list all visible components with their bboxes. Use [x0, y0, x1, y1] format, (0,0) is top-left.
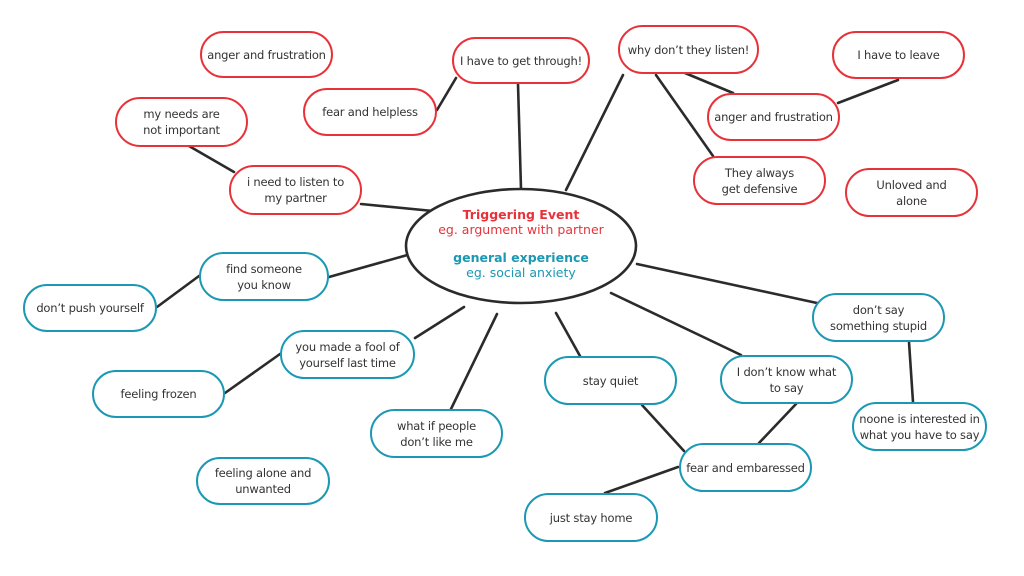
triggering-event-title: Triggering Event — [462, 207, 580, 222]
central-topic-ellipse[interactable] — [404, 187, 638, 305]
node-dont-say-something-stupid[interactable]: don’t say something stupid — [812, 293, 945, 342]
connector-center-to-need-to-listen — [359, 202, 435, 213]
node-anger-and-frustration-right[interactable]: anger and frustration — [707, 93, 840, 141]
node-noone-is-interested[interactable]: noone is interested in what you have to … — [852, 402, 987, 451]
connector-dont-say-stupid-to-noone-interested — [907, 340, 915, 404]
triggering-event-example: eg. argument with partner — [438, 222, 604, 237]
node-dont-push-yourself[interactable]: don’t push yourself — [23, 284, 157, 332]
node-i-need-to-listen-to-my-partner[interactable]: i need to listen to my partner — [229, 165, 362, 215]
connector-center-to-stay-quiet — [554, 311, 582, 358]
connector-center-to-get-through — [516, 82, 523, 191]
node-why-dont-they-listen[interactable]: why don’t they listen! — [618, 25, 759, 74]
connector-center-to-made-fool — [413, 305, 466, 340]
node-feeling-alone-and-unwanted[interactable]: feeling alone and unwanted — [196, 457, 330, 505]
connector-find-someone-to-dont-push — [155, 274, 201, 309]
node-find-someone-you-know[interactable]: find someone you know — [199, 252, 329, 301]
connector-center-to-dont-know-what — [609, 291, 743, 357]
connector-center-to-find-someone — [327, 252, 413, 279]
node-i-have-to-get-through[interactable]: I have to get through! — [452, 37, 590, 84]
connector-why-dont-listen-to-anger-frustration-2 — [683, 71, 735, 95]
node-you-made-a-fool-of-yourself[interactable]: you made a fool of yourself last time — [280, 330, 415, 379]
connector-get-through-to-fear-helpless — [435, 76, 458, 112]
connector-center-to-what-if-people — [449, 312, 499, 411]
node-just-stay-home[interactable]: just stay home — [524, 493, 658, 542]
connector-made-fool-to-feeling-frozen — [223, 352, 282, 395]
general-experience-title: general experience — [453, 250, 589, 265]
connector-anger-frustration-2-to-have-to-leave — [836, 78, 900, 105]
connector-need-to-listen-to-needs-not-important — [187, 144, 236, 174]
node-feeling-frozen[interactable]: feeling frozen — [92, 370, 225, 418]
connector-center-to-why-dont-listen — [564, 73, 625, 192]
connector-lines — [155, 71, 915, 495]
node-what-if-people-dont-like-me[interactable]: what if people don’t like me — [370, 409, 503, 458]
node-stay-quiet[interactable]: stay quiet — [544, 356, 677, 405]
node-unloved-and-alone[interactable]: Unloved and alone — [845, 168, 978, 217]
connector-center-to-dont-say-stupid — [635, 262, 819, 305]
node-they-always-get-defensive[interactable]: They always get defensive — [693, 156, 826, 205]
connector-why-dont-listen-to-always-defensive — [654, 73, 715, 158]
connector-fear-embaressed-to-just-stay-home — [603, 465, 680, 495]
general-experience-example: eg. social anxiety — [466, 265, 576, 280]
node-my-needs-are-not-important[interactable]: my needs are not important — [115, 97, 248, 147]
node-fear-and-embaressed[interactable]: fear and embaressed — [679, 443, 812, 492]
node-i-dont-know-what-to-say[interactable]: I don’t know what to say — [720, 355, 853, 404]
central-topic[interactable]: Triggering Event eg. argument with partn… — [405, 207, 637, 280]
connector-stay-quiet-to-fear-embaressed — [640, 403, 686, 453]
connector-dont-know-what-to-fear-embaressed — [757, 402, 798, 445]
node-anger-and-frustration-top-left[interactable]: anger and frustration — [200, 31, 333, 78]
node-i-have-to-leave[interactable]: I have to leave — [832, 31, 965, 79]
node-fear-and-helpless[interactable]: fear and helpless — [303, 88, 437, 136]
